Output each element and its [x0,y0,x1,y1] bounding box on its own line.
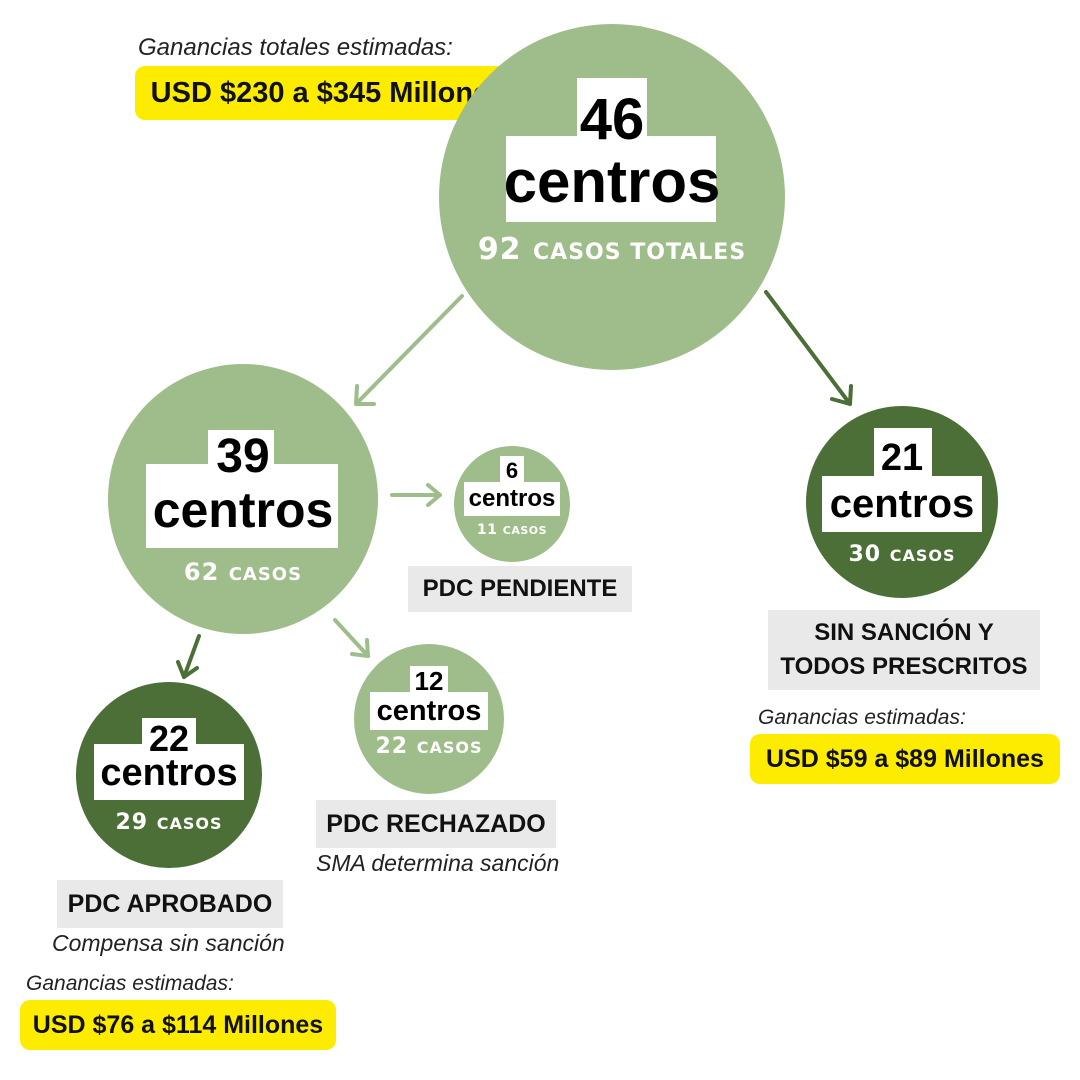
right-cases: 30 CASOS [806,542,998,567]
root-plaque-bottom [506,136,716,222]
arrow-left-to-rejected [333,618,370,658]
rejected-status-label: PDC RECHAZADO [316,800,556,848]
right-earnings-note: Ganancias estimadas: [758,706,966,729]
root-cases-number: 92 [477,232,522,267]
root-centers-word: centros [503,148,721,215]
pending-status-label: PDC PENDIENTE [408,566,632,612]
pending-cases-label: CASOS [502,524,548,537]
approved-centers-number: 22 [148,718,190,759]
rejected-node: 12 centros 22 CASOS [354,644,504,794]
root-earnings-badge: USD $230 a $345 Millones [135,66,521,120]
left-cases: 62 CASOS [108,558,378,586]
right-node: 21 centros 30 CASOS [806,406,998,598]
root-cases: 92 CASOS TOTALES [439,232,785,267]
left-cases-label: CASOS [228,564,303,585]
right-plaque-top [874,428,932,480]
rejected-cases-label: CASOS [416,738,483,757]
root-node: 46 centros 92 CASOS TOTALES [439,24,785,370]
pending-plaque-bottom [464,482,560,516]
left-node: 39 centros 62 CASOS [108,364,378,634]
approved-status-label: PDC APROBADO [57,880,283,928]
arrow-root-to-left [354,294,464,406]
right-status-line1: SIN SANCIÓN Y [814,619,994,646]
rejected-note: SMA determina sanción [316,850,560,876]
left-plaque-bottom [146,464,338,548]
approved-centers-word: centros [100,752,238,794]
right-status-label: SIN SANCIÓN Y TODOS PRESCRITOS [768,610,1040,690]
rejected-centers-number: 12 [414,666,444,696]
right-cases-label: CASOS [889,546,956,565]
approved-earnings-badge: USD $76 a $114 Millones [20,1000,336,1050]
pending-node: 6 centros 11 CASOS [454,446,570,562]
right-centers-word: centros [829,482,975,526]
pending-cases-number: 11 [476,522,498,538]
approved-cases-number: 29 [115,810,149,835]
arrow-left-to-approved [176,634,201,679]
right-plaque-bottom [822,476,982,532]
approved-cases: 29 CASOS [76,810,262,835]
approved-note: Compensa sin sanción [52,930,285,956]
pending-centers-word: centros [468,485,556,512]
approved-earnings-note: Ganancias estimadas: [26,972,234,995]
rejected-plaque-bottom [370,692,488,730]
left-cases-number: 62 [183,558,220,586]
approved-node: 22 centros 29 CASOS [76,682,262,868]
right-centers-number: 21 [880,437,924,479]
pending-cases: 11 CASOS [454,522,570,538]
root-centers-number: 46 [579,87,645,152]
rejected-cases: 22 CASOS [354,734,504,759]
left-centers-number: 39 [216,430,270,483]
rejected-cases-number: 22 [375,734,409,759]
arrow-left-to-pending [390,483,442,507]
approved-cases-label: CASOS [156,814,223,833]
pending-centers-number: 6 [505,458,519,483]
root-earnings-note: Ganancias totales estimadas: [138,34,453,61]
right-earnings-badge: USD $59 a $89 Millones [750,734,1060,784]
approved-plaque-bottom [94,744,244,800]
pending-plaque-top [500,456,524,486]
right-status-line2: TODOS PRESCRITOS [780,653,1028,680]
left-centers-word: centros [152,482,334,538]
arrow-root-to-right [764,290,853,406]
right-cases-number: 30 [848,542,882,567]
rejected-centers-word: centros [376,695,482,727]
root-cases-label: CASOS TOTALES [533,240,747,265]
